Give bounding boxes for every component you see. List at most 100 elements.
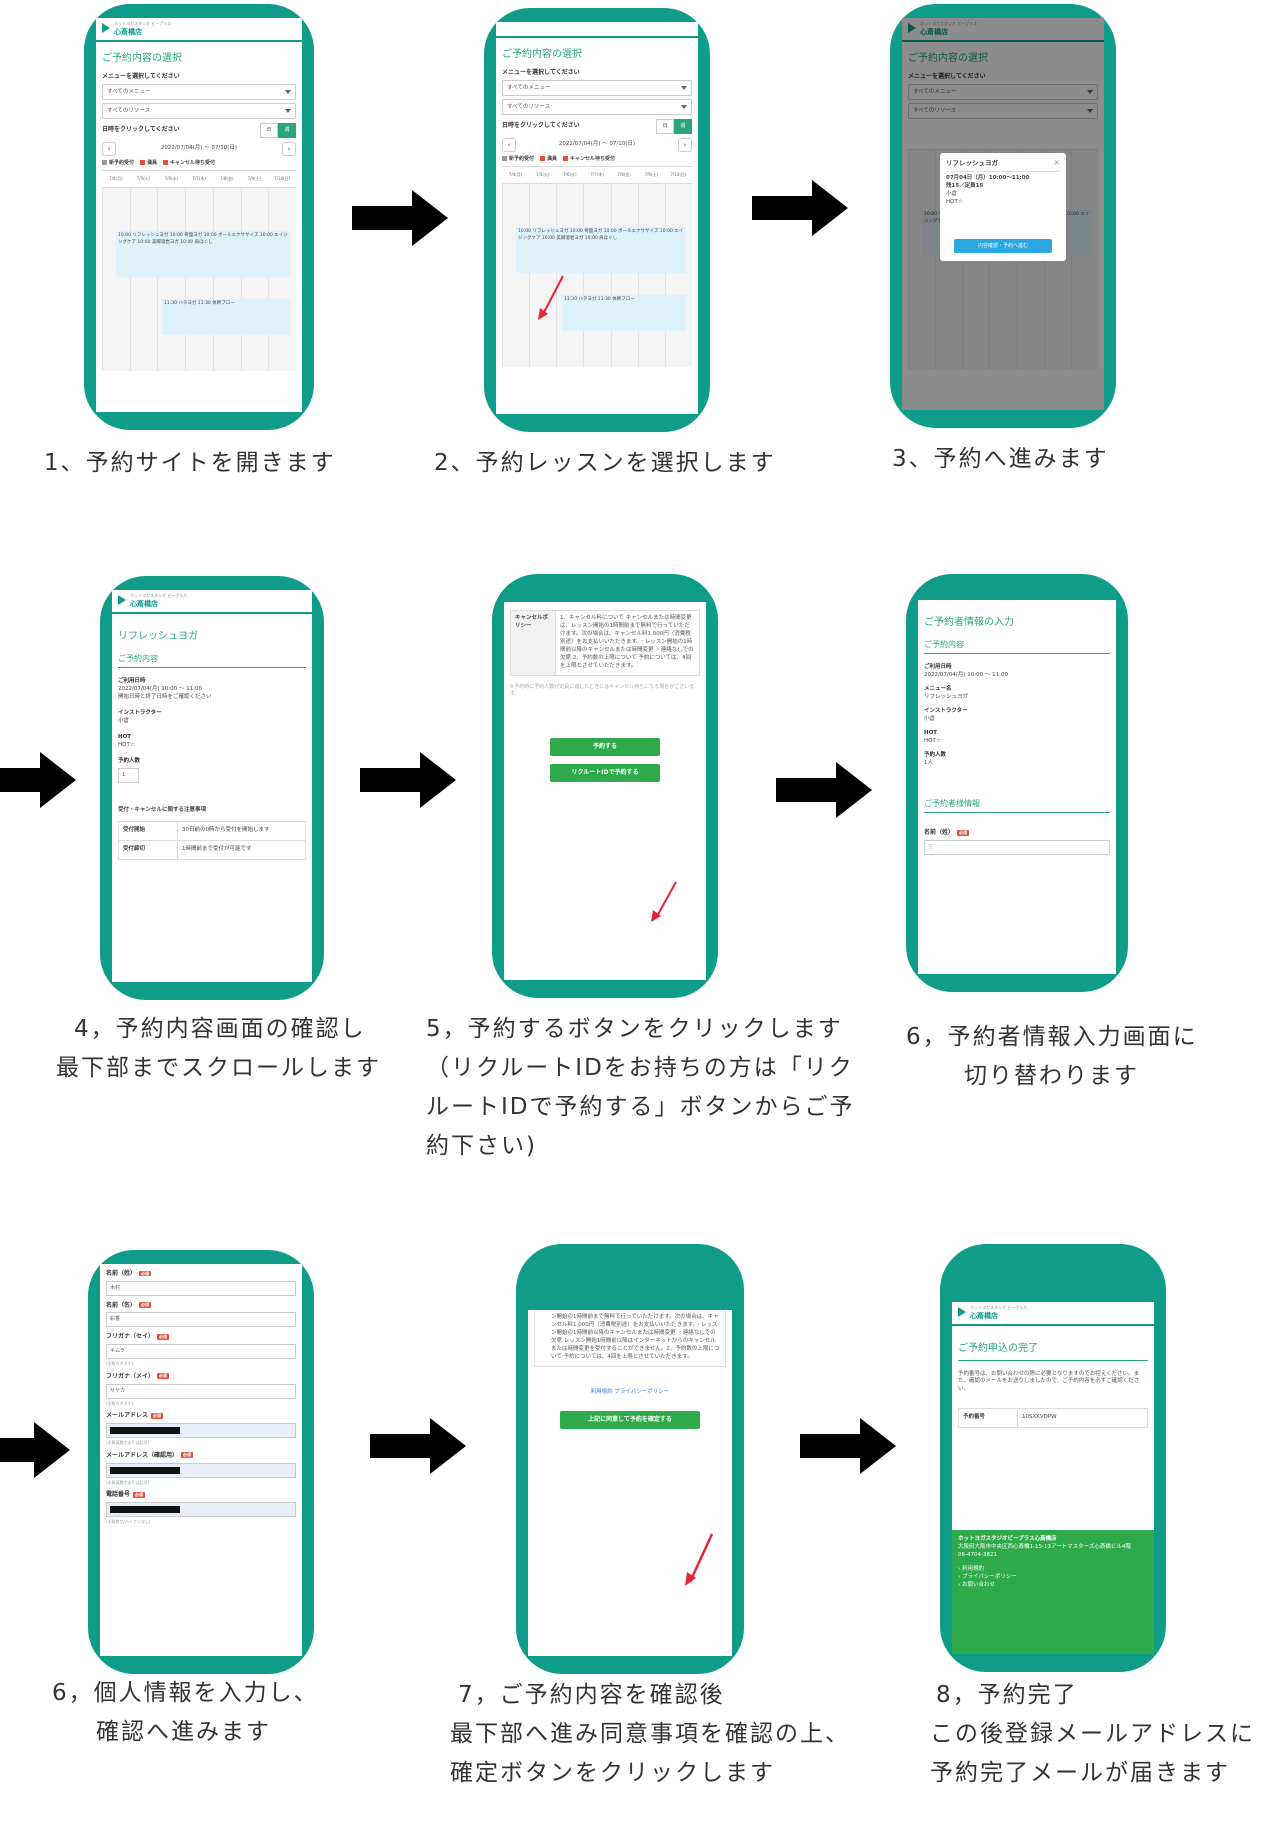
footer-link[interactable]: › お問い合わせ (958, 1582, 1148, 1590)
day-header: 7/4(月) (109, 176, 123, 182)
required-badge: 必須 (157, 1373, 170, 1380)
field-row: 名前（姓）必須 (106, 1270, 296, 1279)
legend-item: キャンセル待ち受付 (163, 160, 215, 167)
menu-select[interactable]: すべてのメニュー (502, 80, 692, 97)
lesson-slot-row[interactable] (116, 231, 290, 278)
resource-select[interactable]: すべてのリソース (908, 103, 1098, 120)
day-header: 7/5(火) (136, 176, 151, 182)
menu-label: メニューを選択してください (502, 68, 580, 76)
kana-last-input[interactable]: キムラ (106, 1344, 296, 1360)
next-week-button[interactable]: › (281, 142, 296, 157)
caption-line: 予約完了メールが届きます (930, 1760, 1230, 1786)
last-name-input[interactable]: 姓 (924, 840, 1110, 856)
name-label: 名前（姓）必須 (924, 829, 1110, 838)
legend-item: 満員 (140, 160, 157, 167)
red-pointer-arrow-icon (685, 1533, 714, 1586)
detail-label: インストラクター (118, 710, 162, 716)
recruit-id-button[interactable]: リクルートIDで予約する (550, 764, 660, 783)
people-input[interactable]: 1 (118, 767, 139, 783)
day-header: 7/6(水) (164, 176, 179, 182)
reserve-button[interactable]: 予約する (550, 738, 660, 757)
view-week-button[interactable]: 週 (674, 119, 692, 135)
first-name-input[interactable]: 彩香 (106, 1312, 296, 1328)
lesson-slot-row[interactable] (516, 227, 686, 274)
screen-step2: ご予約内容の選択 メニューを選択してください すべてのメニュー すべてのリソース… (496, 22, 698, 414)
number-label: 予約番号 (959, 1409, 1018, 1428)
screen-step7: 名前（姓）必須 木村 名前（名）必須 彩香 フリガナ（セイ）必須 キムラ (全角… (100, 1264, 302, 1656)
caption-step6: 6，予約者情報入力画面に 切り替わります (906, 1018, 1198, 1096)
brand-name: 心斎橋店 (114, 28, 142, 36)
next-week-button[interactable]: › (677, 138, 692, 153)
close-icon[interactable]: × (1053, 158, 1060, 167)
info-menu: メニュー名リフレッシュヨガ (924, 686, 1110, 702)
proceed-button[interactable]: 内容確認・予約へ進む (954, 239, 1052, 253)
policy-note: ※予約時に予約人数が定員に達したときにはキャンセル待ちになる場合がございます。 (510, 683, 695, 698)
arrow-right-icon (352, 190, 448, 246)
legend-label: キャンセル待ち受付 (570, 156, 616, 163)
footer-link-label: プライバシーポリシー (961, 1573, 1017, 1580)
email-confirm-input[interactable] (106, 1462, 296, 1478)
day-header: 7/4(月) (508, 172, 523, 178)
caption-line: 2、予約レッスンを選択します (434, 450, 776, 476)
legend-label: 新予約受付 (509, 156, 535, 163)
caption-step6b: 6，個人情報を入力し、 確認へ進みます (52, 1674, 319, 1752)
notice-header: 受付開始 (119, 821, 178, 840)
prev-week-button[interactable]: ‹ (102, 142, 116, 157)
section-title: ご予約内容 (924, 639, 1110, 655)
caption-line: 8，予約完了 (936, 1682, 1078, 1708)
legend-label: 新予約受付 (109, 160, 135, 167)
kana-first-input[interactable]: サヤカ (106, 1383, 296, 1399)
caption-step4: 4，予約内容画面の確認し 最下部までスクロールします (56, 1010, 381, 1088)
caption-step1: 1、予約サイトを開きます (44, 444, 336, 483)
footer-link[interactable]: › 利用規約 (958, 1566, 1148, 1574)
email-input[interactable] (106, 1423, 296, 1439)
field-label: 名前（姓） (106, 1270, 137, 1277)
lesson-slot-row[interactable] (562, 295, 686, 332)
prev-week-button[interactable]: ‹ (502, 138, 516, 153)
field-row: 名前（名）必須 (106, 1302, 296, 1311)
resource-select[interactable]: すべてのリソース (502, 99, 692, 116)
legend-swatch-icon (563, 156, 569, 162)
day-header: 7/5(火) (535, 172, 550, 178)
section-title: ご予約者様情報 (924, 798, 1110, 814)
view-day-button[interactable]: 日 (260, 123, 278, 139)
calendar-grid: 7/4(月)7/5(火)7/6(水)7/7(木)7/8(金)7/9(土)7/10… (102, 170, 296, 372)
modal-hot: HOT☆ (946, 199, 963, 206)
logo-icon (958, 1307, 966, 1317)
lesson-slot-row[interactable] (162, 299, 290, 336)
field-hint: (半角英数字または記号) (106, 1479, 150, 1485)
page-title: ご予約内容の選択 (908, 53, 988, 64)
detail-instructor: インストラクター小倉 (118, 710, 306, 726)
field-hint: (半角英数字または記号) (106, 1440, 150, 1446)
footer-link[interactable]: › プライバシーポリシー (958, 1574, 1148, 1582)
view-day-button[interactable]: 日 (656, 119, 674, 135)
screen-step8: ン開始の1時間前まで無料で行っていただけます。次の場合は、キャンセル料1,000… (528, 1310, 732, 1656)
red-pointer-arrow-icon (538, 275, 564, 320)
date-label: 日時をクリックしてください (102, 126, 180, 134)
legend-item: 新予約受付 (502, 156, 534, 163)
phone-input[interactable] (106, 1502, 296, 1517)
menu-select[interactable]: すべてのメニュー (102, 84, 296, 101)
confirm-button[interactable]: 上記に同意して予約を確定する (560, 1410, 700, 1429)
view-week-button[interactable]: 週 (278, 123, 296, 139)
day-header: 7/7(木) (192, 176, 206, 182)
notice-value: 1時間前まで受付が可能です (182, 845, 252, 852)
last-name-input[interactable]: 木村 (106, 1280, 296, 1296)
legend-label: 満員 (547, 156, 558, 163)
menu-select[interactable]: すべてのメニュー (908, 84, 1098, 101)
screen-step9: ホットヨガスタジオ ビープラス心斎橋店 ご予約申込の完了 予約番号は、お問い合わ… (952, 1302, 1154, 1654)
brand-sub: ホットヨガスタジオ ビープラス (970, 1305, 1027, 1310)
field-hint: (全角カタカナ) (106, 1361, 134, 1367)
resource-select[interactable]: すべてのリソース (102, 103, 296, 120)
policy-links[interactable]: 利用規約 プライバシーポリシー (590, 1388, 670, 1395)
required-badge: 必須 (139, 1270, 152, 1277)
detail-label: HOT (118, 733, 132, 740)
